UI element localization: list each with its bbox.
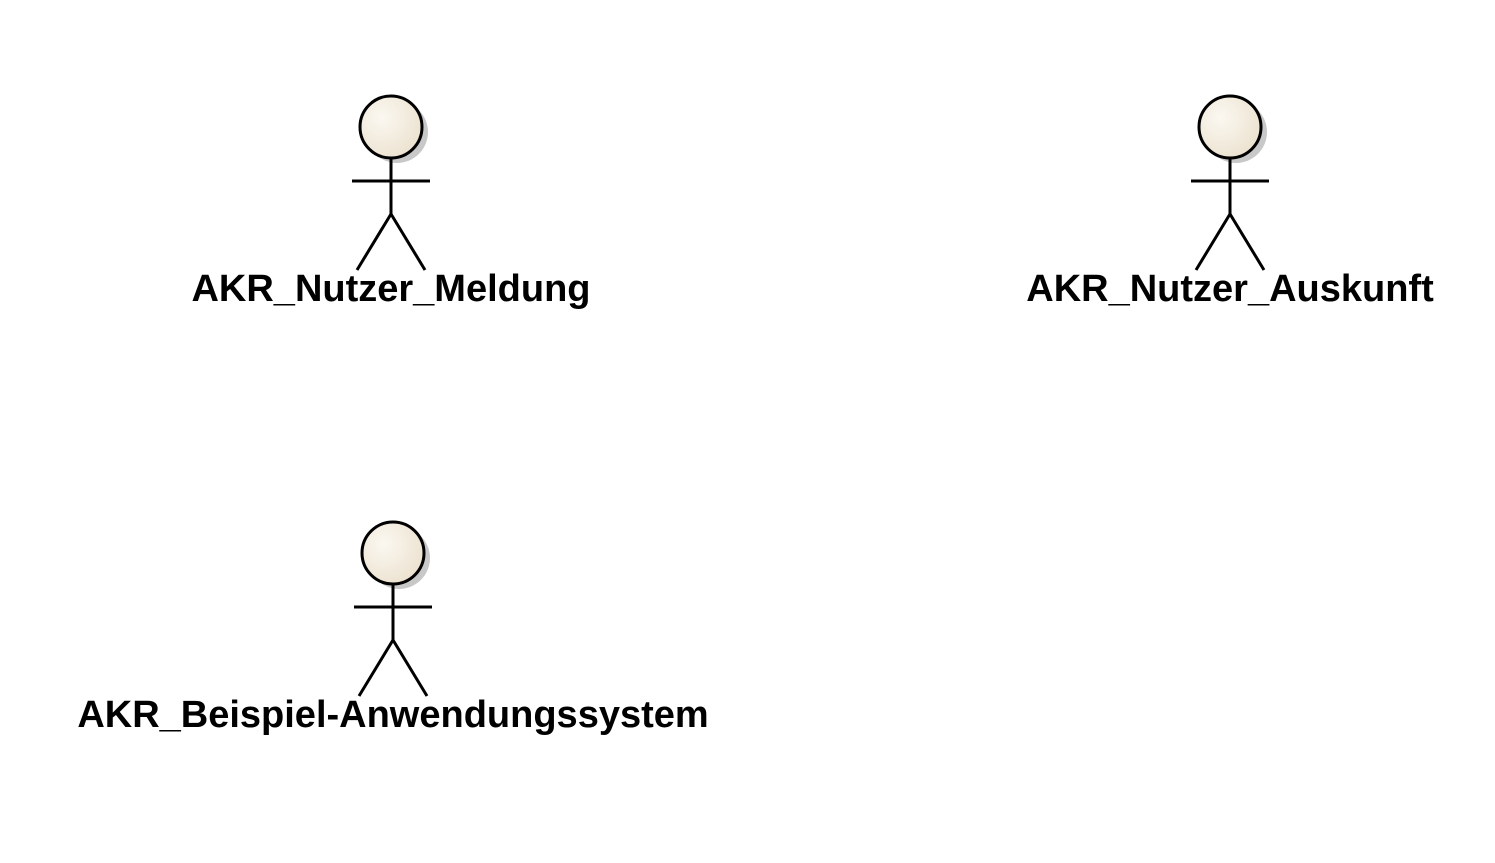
actor-nutzer-meldung[interactable]: AKR_Nutzer_Meldung bbox=[11, 94, 771, 334]
stick-figure-actor-icon bbox=[354, 520, 432, 697]
actor-label: AKR_Nutzer_Meldung bbox=[191, 268, 591, 310]
actor-head bbox=[1197, 94, 1263, 160]
stick-figure-actor-icon bbox=[1191, 94, 1269, 271]
actor-head bbox=[360, 520, 426, 586]
actor-beispiel-anwendungssystem[interactable]: AKR_Beispiel-Anwendungssystem bbox=[13, 520, 773, 760]
actor-label: AKR_Nutzer_Auskunft bbox=[1026, 268, 1434, 310]
stick-figure-actor-icon bbox=[352, 94, 430, 271]
actor-head bbox=[358, 94, 424, 160]
actor-label: AKR_Beispiel-Anwendungssystem bbox=[77, 694, 709, 736]
actor-nutzer-auskunft[interactable]: AKR_Nutzer_Auskunft bbox=[850, 94, 1495, 334]
